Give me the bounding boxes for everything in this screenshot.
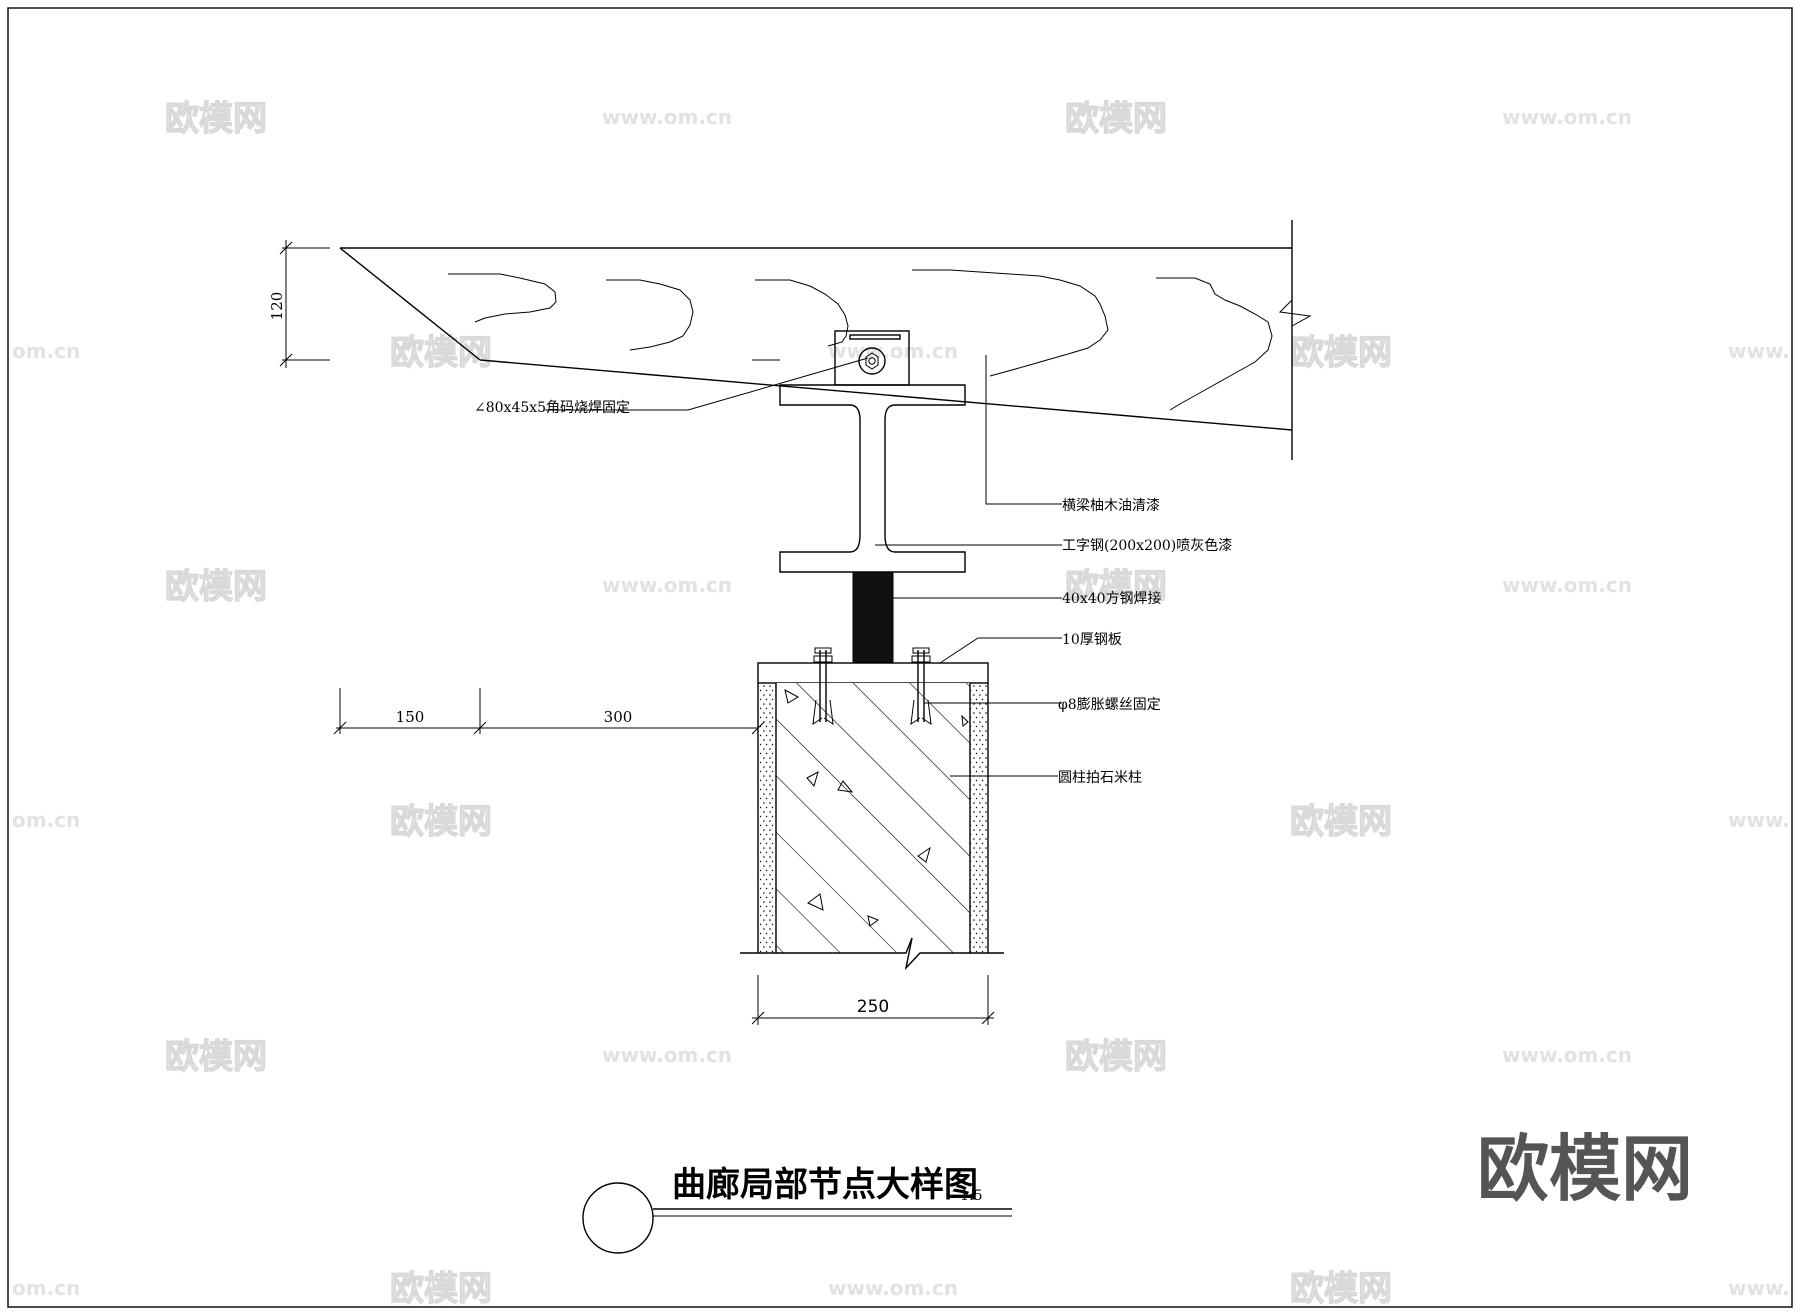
label-i-beam: 工字钢(200x200)喷灰色漆 bbox=[1062, 537, 1232, 554]
drawing-scale: 1:5 bbox=[960, 1188, 983, 1204]
page-title: 曲廊局部节点大样图 bbox=[672, 1165, 978, 1205]
svg-text:欧模网: 欧模网 bbox=[1065, 99, 1167, 139]
svg-text:www.om.cn: www.om.cn bbox=[1502, 573, 1632, 597]
watermark-layer: 欧模网 www.om.cn 欧模网 www.om.cn om.cn 欧模网 ww… bbox=[12, 98, 1790, 1309]
label-square-steel: 40x40方钢焊接 bbox=[1062, 590, 1162, 607]
sheet-border bbox=[7, 7, 1793, 1308]
svg-text:www.om.cn: www.om.cn bbox=[602, 1043, 732, 1067]
svg-text:www.om.cn: www.om.cn bbox=[828, 1276, 958, 1300]
label-beam-finish: 横梁柚木油清漆 bbox=[1062, 498, 1160, 514]
svg-text:欧模网: 欧模网 bbox=[165, 567, 267, 607]
svg-text:欧模网: 欧模网 bbox=[165, 99, 267, 139]
svg-text:om.cn: om.cn bbox=[12, 339, 80, 363]
svg-text:欧模网: 欧模网 bbox=[1290, 1269, 1392, 1309]
expansion-bolt-left bbox=[812, 647, 834, 726]
i-beam bbox=[779, 384, 966, 573]
svg-text:om.cn: om.cn bbox=[12, 1276, 80, 1300]
svg-text:欧模网: 欧模网 bbox=[1065, 567, 1167, 607]
dimension-beam-height: 120 bbox=[268, 240, 330, 368]
svg-text:欧模网: 欧模网 bbox=[1290, 802, 1392, 842]
svg-text:www.om.cn: www.om.cn bbox=[602, 573, 732, 597]
svg-text:300: 300 bbox=[604, 708, 633, 726]
svg-text:www.om.cn: www.om.cn bbox=[1502, 1043, 1632, 1067]
svg-text:120: 120 bbox=[268, 292, 286, 321]
svg-text:欧模网: 欧模网 bbox=[1065, 1037, 1167, 1077]
wooden-beam bbox=[339, 220, 1312, 460]
expansion-bolt-right bbox=[910, 647, 932, 726]
svg-text:www.om.cn: www.om.cn bbox=[828, 339, 958, 363]
column bbox=[740, 683, 1004, 971]
label-column: 圆柱拍石米柱 bbox=[1058, 770, 1142, 786]
svg-text:www.: www. bbox=[1728, 808, 1790, 832]
svg-text:欧模网: 欧模网 bbox=[390, 1269, 492, 1309]
label-expansion-bolt: φ8膨胀螺丝固定 bbox=[1058, 696, 1161, 713]
svg-text:欧模网: 欧模网 bbox=[390, 802, 492, 842]
svg-text:www.: www. bbox=[1728, 1276, 1790, 1300]
svg-text:www.om.cn: www.om.cn bbox=[1502, 105, 1632, 129]
dimension-column-width: 250 bbox=[751, 975, 995, 1025]
svg-text:www.om.cn: www.om.cn bbox=[602, 105, 732, 129]
steel-plate bbox=[757, 662, 989, 684]
brand-logo: 欧模网 bbox=[1477, 1127, 1693, 1211]
svg-text:250: 250 bbox=[857, 997, 889, 1017]
svg-text:om.cn: om.cn bbox=[12, 808, 80, 832]
title-block: 曲廊局部节点大样图 1:5 bbox=[582, 1165, 1012, 1254]
label-steel-plate: 10厚钢板 bbox=[1062, 632, 1122, 648]
svg-text:欧模网: 欧模网 bbox=[390, 333, 492, 373]
svg-text:www.: www. bbox=[1728, 339, 1790, 363]
svg-text:150: 150 bbox=[396, 708, 425, 726]
label-angle-bracket: ∠80x45x5角码烧焊固定 bbox=[474, 400, 630, 416]
svg-text:欧模网: 欧模网 bbox=[1290, 333, 1392, 373]
svg-text:欧模网: 欧模网 bbox=[165, 1037, 267, 1077]
dimension-left: 150 300 bbox=[333, 688, 765, 735]
leader-lines bbox=[545, 355, 1062, 777]
square-steel bbox=[852, 571, 894, 663]
